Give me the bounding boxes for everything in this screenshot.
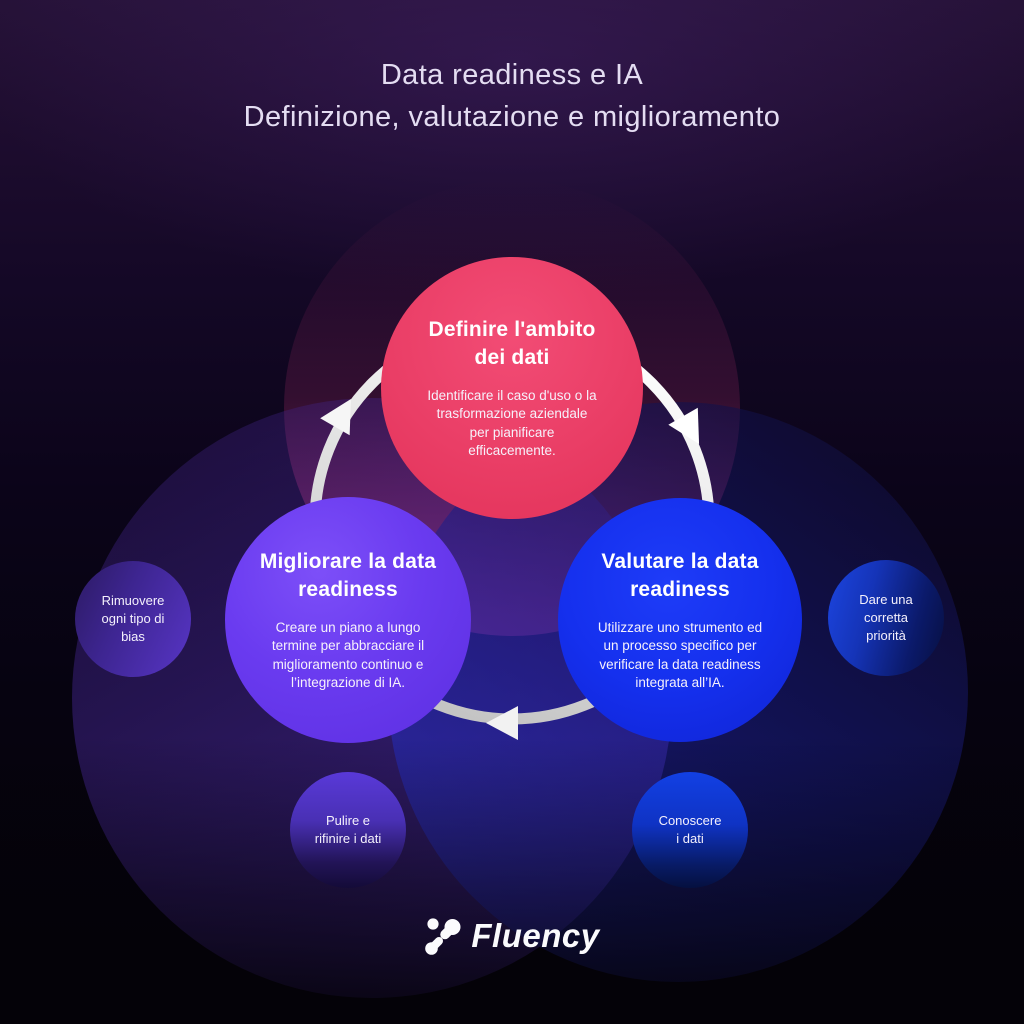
cycle-arrow-icon	[486, 706, 518, 740]
body-line: l’integrazione di IA.	[290, 675, 406, 690]
body-line: trasformazione aziendale	[436, 406, 588, 421]
fluency-wordmark: Fluency	[471, 917, 600, 954]
body-line: Creare un piano a lungo	[275, 619, 421, 635]
satellite-label: Pulire e rifinire i dati	[315, 812, 381, 848]
label-line: Conoscere	[658, 813, 722, 828]
satellite-know-data: Conoscere i dati	[632, 772, 748, 888]
satellite-clean-refine: Pulire e rifinire i dati	[290, 772, 406, 888]
circle-improve-readiness: Migliorare la data readiness Creare un p…	[225, 497, 471, 743]
satellite-remove-bias: Rimuovere ogni tipo di bias	[75, 561, 191, 677]
circle-assess-readiness: Valutare la data readiness Utilizzare un…	[558, 498, 802, 742]
title-line-1: Data readiness e IA	[380, 59, 644, 91]
body-line: efficacemente.	[468, 443, 556, 458]
page-title: Data readiness e IA Definizione, valutaz…	[0, 54, 1024, 138]
heading-line: readiness	[630, 577, 730, 601]
cycle-arrow-icon	[668, 407, 700, 445]
body-line: un processo specifico per	[603, 638, 757, 653]
body-line: per pianificare	[469, 424, 555, 440]
circle-body: Creare un piano a lungo termine per abbr…	[272, 619, 424, 693]
body-line: miglioramento continuo e	[272, 656, 424, 672]
label-line: corretta	[863, 610, 909, 625]
heading-line: Migliorare la data	[259, 549, 437, 573]
circle-body: Utilizzare uno strumento ed un processo …	[598, 619, 762, 693]
body-line: integrata all’IA.	[635, 675, 725, 690]
label-line: priorità	[866, 628, 906, 643]
label-line: Pulire e	[325, 813, 371, 828]
satellite-label: Rimuovere ogni tipo di bias	[102, 592, 165, 646]
fluency-logo-icon	[425, 918, 461, 955]
heading-line: dei dati	[474, 345, 550, 369]
satellite-label: Conoscere i dati	[659, 812, 722, 848]
heading-line: Definire l'ambito	[428, 317, 596, 341]
circle-heading: Migliorare la data readiness	[260, 548, 436, 604]
satellite-label: Dare una corretta priorità	[859, 591, 912, 645]
circle-heading: Valutare la data readiness	[601, 548, 758, 604]
body-line: verificare la data readiness	[599, 656, 761, 672]
label-line: rifinire i dati	[314, 831, 382, 846]
body-line: Utilizzare uno strumento ed	[597, 619, 763, 635]
label-line: Dare una	[859, 592, 913, 607]
heading-line: Valutare la data	[601, 549, 759, 573]
satellite-prioritize: Dare una corretta priorità	[828, 560, 944, 676]
title-line-2: Definizione, valutazione e miglioramento	[243, 101, 781, 133]
circle-body: Identificare il caso d'uso o la trasform…	[427, 387, 596, 461]
heading-line: readiness	[298, 577, 398, 601]
cycle-arrow-icon	[320, 398, 351, 436]
circle-heading: Definire l'ambito dei dati	[428, 316, 595, 372]
label-line: i dati	[676, 831, 704, 846]
circle-define-scope: Definire l'ambito dei dati Identificare …	[381, 257, 643, 519]
body-line: Identificare il caso d'uso o la	[427, 387, 597, 403]
label-line: ogni tipo di	[101, 611, 165, 626]
label-line: bias	[121, 629, 145, 644]
fluency-logo: Fluency	[0, 916, 1024, 956]
label-line: Rimuovere	[101, 593, 165, 608]
body-line: termine per abbracciare il	[271, 638, 425, 653]
